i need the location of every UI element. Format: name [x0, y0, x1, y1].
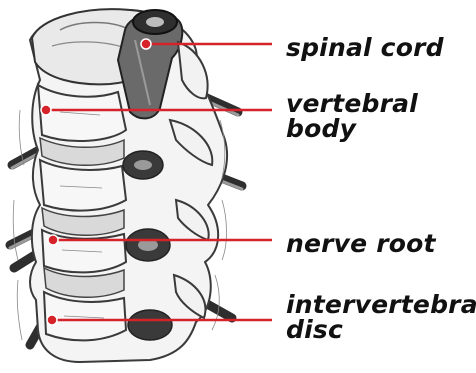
- dot-spinal-cord: [141, 39, 151, 49]
- label-intervertebral-disc-line1: intervertebral: [286, 292, 476, 317]
- label-vertebral-body-line2: body: [286, 116, 418, 141]
- label-vertebral-body: vertebral body: [286, 91, 418, 141]
- label-intervertebral-disc: intervertebral disc: [286, 292, 476, 342]
- label-vertebral-body-line1: vertebral: [286, 91, 418, 116]
- label-intervertebral-disc-line2: disc: [286, 317, 476, 342]
- dot-vertebral-body: [41, 105, 51, 115]
- dot-intervertebral-disc: [47, 315, 57, 325]
- dot-nerve-root: [48, 235, 58, 245]
- label-nerve-root: nerve root: [286, 231, 436, 256]
- label-spinal-cord: spinal cord: [286, 35, 444, 60]
